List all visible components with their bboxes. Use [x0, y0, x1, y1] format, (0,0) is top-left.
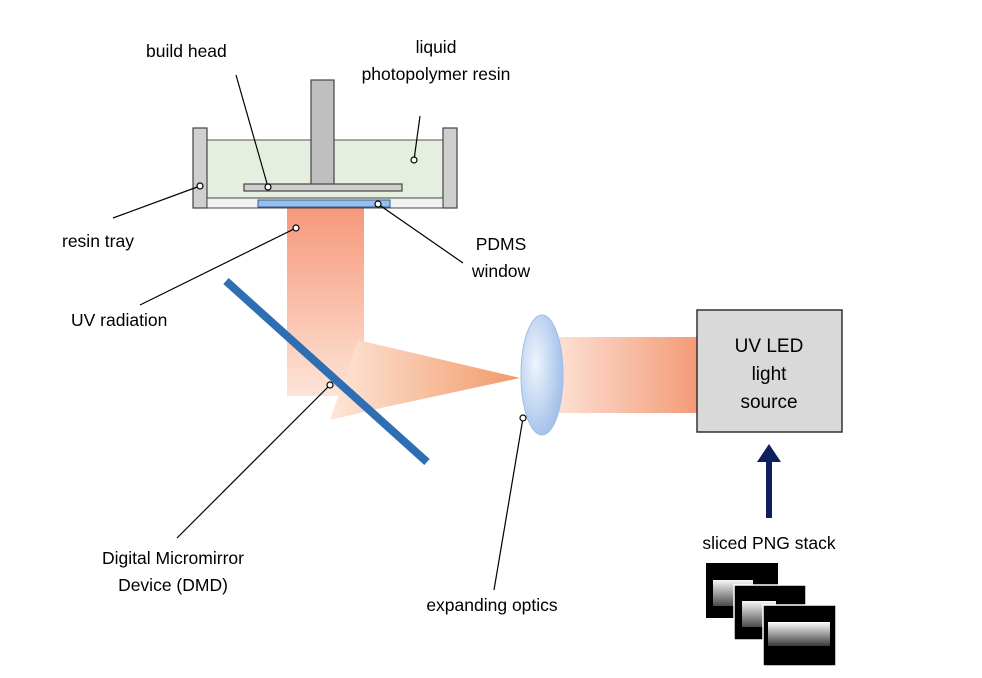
dmd-mirror [223, 278, 430, 465]
uv-led-line2: light [752, 364, 788, 385]
label-build-head: build head [146, 41, 227, 61]
label-png-stack: sliced PNG stack [702, 533, 835, 553]
label-uv-radiation: UV radiation [71, 310, 167, 330]
uv-beam-horizontal [552, 337, 697, 413]
label-dmd-1: Digital Micromirror [102, 548, 244, 568]
resin-tray-assembly [192, 79, 458, 209]
leader-resin [413, 115, 421, 161]
label-resin-tray: resin tray [62, 231, 134, 251]
label-resin-2: photopolymer resin [362, 64, 511, 84]
uv-led-line1: UV LED [735, 336, 804, 357]
leader-resin-tray [112, 185, 201, 219]
pdms-window-shape [257, 199, 391, 208]
label-optics: expanding optics [426, 595, 558, 615]
tray-wall-left [192, 127, 208, 209]
uv-led-box [696, 309, 843, 433]
tray-wall-right [442, 127, 458, 209]
build-head-shaft [310, 79, 335, 187]
label-dmd-2: Device (DMD) [118, 575, 228, 595]
png-stack [706, 563, 837, 667]
label-resin-1: liquid [416, 37, 457, 57]
data-arrow [757, 444, 781, 518]
uv-led-line3: source [740, 392, 797, 413]
leader-pdms [377, 203, 464, 264]
leader-build-head [235, 74, 269, 188]
uv-beam [287, 208, 697, 420]
label-pdms-1: PDMS [476, 234, 527, 254]
leader-uv-radiation [139, 227, 297, 306]
build-head-plate [243, 183, 403, 192]
leader-lines [112, 74, 527, 591]
label-pdms-2: window [471, 261, 531, 281]
expanding-lens [520, 314, 564, 436]
leader-optics [493, 417, 524, 591]
uv-beam-cone [330, 340, 520, 420]
leader-dmd [176, 384, 331, 539]
